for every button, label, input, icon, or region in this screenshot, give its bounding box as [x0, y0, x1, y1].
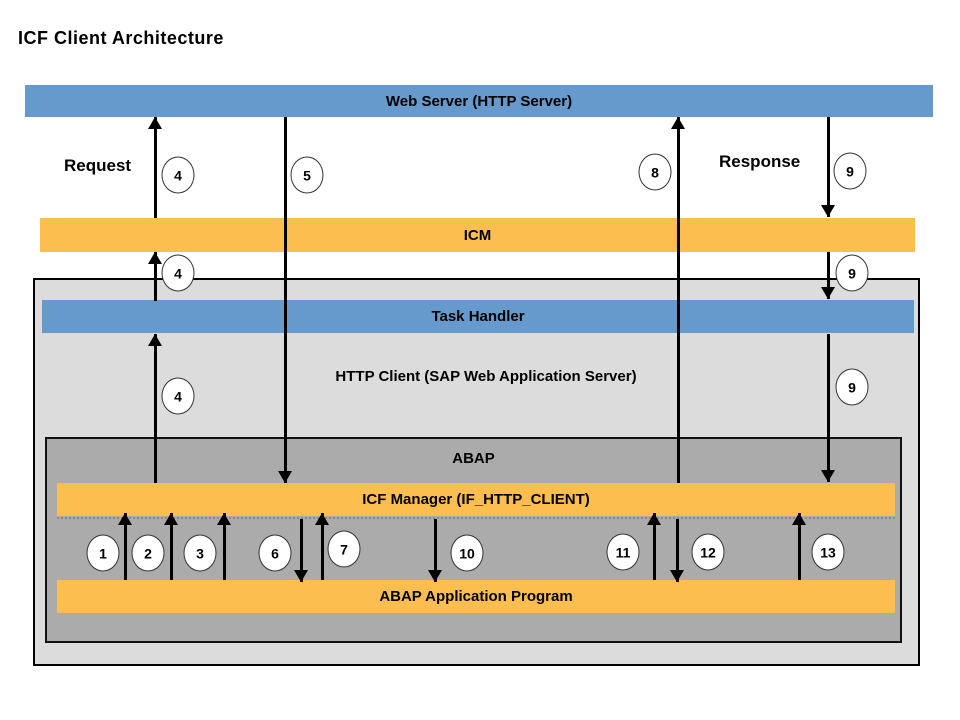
step-badge-9: 9: [835, 254, 869, 292]
step-badge-4: 4: [161, 377, 195, 415]
step-badge-4: 4: [161, 156, 195, 194]
step-badge-5: 5: [290, 156, 324, 194]
flow-arrow-up-icon: [153, 252, 157, 301]
flow-arrow-up-icon: [320, 513, 324, 580]
abap-application-program-label: ABAP Application Program: [379, 588, 573, 605]
flow-arrow-down-icon: [826, 252, 830, 299]
step-badge-13: 13: [811, 533, 845, 571]
step-badge-10: 10: [450, 534, 484, 572]
step-badge-7: 7: [327, 530, 361, 568]
icf-manager-dotted-edge: [57, 517, 895, 519]
flow-arrow-up-icon: [153, 117, 157, 218]
task-handler-label: Task Handler: [431, 308, 525, 325]
http-client-label: HTTP Client (SAP Web Application Server): [335, 368, 637, 385]
step-badge-12: 12: [691, 533, 725, 571]
step-badge-8: 8: [638, 153, 672, 191]
flow-arrow-up-icon: [153, 334, 157, 483]
layer-abap-application-program: ABAP Application Program: [57, 580, 895, 613]
flow-arrow-down-icon: [675, 519, 679, 582]
step-badge-3: 3: [183, 534, 217, 572]
flow-arrow-down-icon: [433, 519, 437, 582]
step-badge-9: 9: [833, 152, 867, 190]
layer-icm: ICM: [40, 218, 915, 252]
web-server-label: Web Server (HTTP Server): [385, 92, 573, 110]
flow-arrow-down-icon: [299, 519, 303, 582]
request-label: Request: [64, 156, 132, 175]
page-title: ICF Client Architecture: [18, 28, 224, 48]
flow-arrow-down-icon: [826, 334, 830, 482]
step-badge-2: 2: [131, 534, 165, 572]
flow-arrow-down-icon: [826, 117, 830, 217]
layer-web-server: Web Server (HTTP Server): [25, 85, 933, 117]
flow-arrow-up-icon: [123, 513, 127, 580]
layer-icf-manager: ICF Manager (IF_HTTP_CLIENT): [57, 483, 895, 516]
flow-arrow-up-icon: [797, 513, 801, 580]
response-label: Response: [719, 152, 801, 171]
icm-label: ICM: [463, 226, 492, 244]
icf-manager-label: ICF Manager (IF_HTTP_CLIENT): [362, 491, 590, 508]
step-badge-9: 9: [835, 368, 869, 406]
step-badge-1: 1: [86, 534, 120, 572]
flow-arrow-up-icon: [652, 513, 656, 580]
abap-label: ABAP: [452, 450, 495, 467]
flow-arrow-down-icon: [283, 117, 287, 483]
flow-arrow-up-icon: [169, 513, 173, 580]
step-badge-6: 6: [258, 534, 292, 572]
layer-task-handler: Task Handler: [42, 300, 914, 333]
step-badge-4: 4: [161, 254, 195, 292]
step-badge-11: 11: [606, 533, 640, 571]
flow-arrow-up-icon: [676, 117, 680, 483]
flow-arrow-up-icon: [222, 513, 226, 580]
